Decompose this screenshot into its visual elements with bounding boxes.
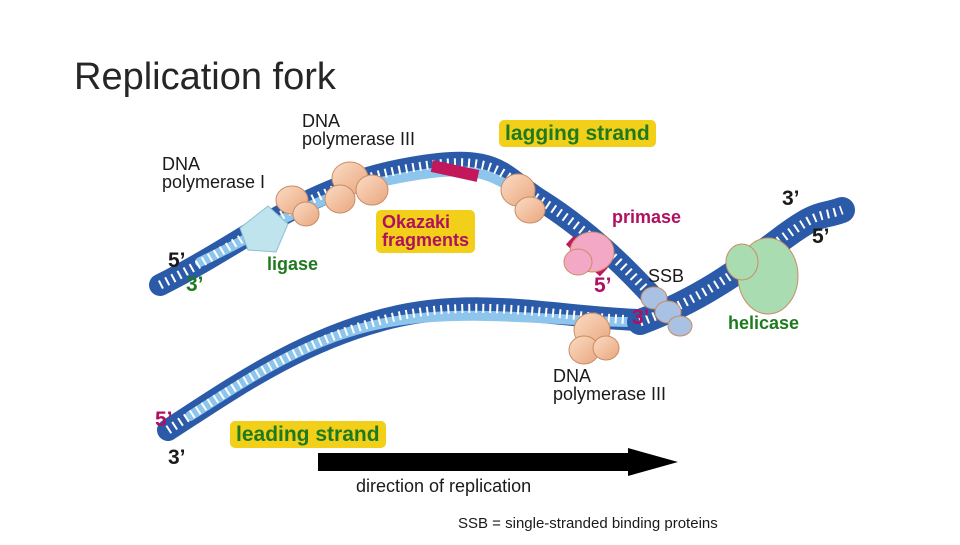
end-label-5-prime: 5’: [594, 274, 612, 297]
dna-polymerase-iii-bottom-label: DNA polymerase III: [553, 367, 666, 404]
slide-title: Replication fork: [74, 56, 336, 98]
label-line: DNA: [162, 154, 201, 174]
label-line: fragments: [382, 230, 470, 251]
label-line: Okazaki: [382, 212, 451, 232]
dna-polymerase-iii-top-label: DNA polymerase III: [302, 112, 415, 149]
dna-polymerase-iii-top: [324, 184, 356, 214]
helicase-label: helicase: [728, 313, 800, 333]
ssb-footnote: SSB = single-stranded binding proteins: [458, 515, 718, 532]
lagging-strand-label: lagging strand: [499, 120, 656, 148]
label-line: polymerase I: [162, 172, 266, 193]
end-label-3-prime: 3’: [782, 187, 800, 210]
label-line: polymerase III: [553, 384, 667, 405]
primase-label: primase: [612, 207, 682, 227]
direction-of-replication-label: direction of replication: [356, 476, 532, 496]
label-line: DNA: [302, 111, 341, 131]
direction-arrow: [318, 448, 678, 476]
end-label-5-prime: 5’: [168, 249, 186, 272]
helicase: [725, 243, 759, 281]
dna-polymerase-i: [292, 201, 320, 227]
leading-new-strand: [185, 310, 637, 421]
dna-polymerase-i-label: DNA polymerase I: [162, 155, 265, 192]
proteins: [239, 161, 799, 365]
end-label-5-prime: 5’: [155, 408, 173, 431]
primase: [563, 248, 593, 276]
end-label-3-prime: 3’: [168, 446, 186, 469]
end-label-3-prime: 3’: [632, 306, 650, 329]
dna-polymerase-iii-top: [355, 174, 389, 206]
okazaki-fragments-label: Okazaki fragments: [376, 210, 476, 253]
ssb-label: SSB: [648, 266, 685, 286]
ligase-label: ligase: [267, 254, 319, 274]
label-line: DNA: [553, 366, 592, 386]
single-stranded-binding-protein: [667, 315, 693, 337]
end-label-3-prime: 3’: [186, 273, 204, 296]
dna-polymerase-iii-bottom: [592, 335, 620, 361]
dna-polymerase-iii-top: [514, 196, 546, 224]
ligase: [239, 205, 289, 253]
rna-primer: [430, 160, 480, 182]
leading-strand-label: leading strand: [230, 421, 386, 449]
label-line: polymerase III: [302, 129, 416, 150]
end-label-5-prime: 5’: [812, 225, 830, 248]
